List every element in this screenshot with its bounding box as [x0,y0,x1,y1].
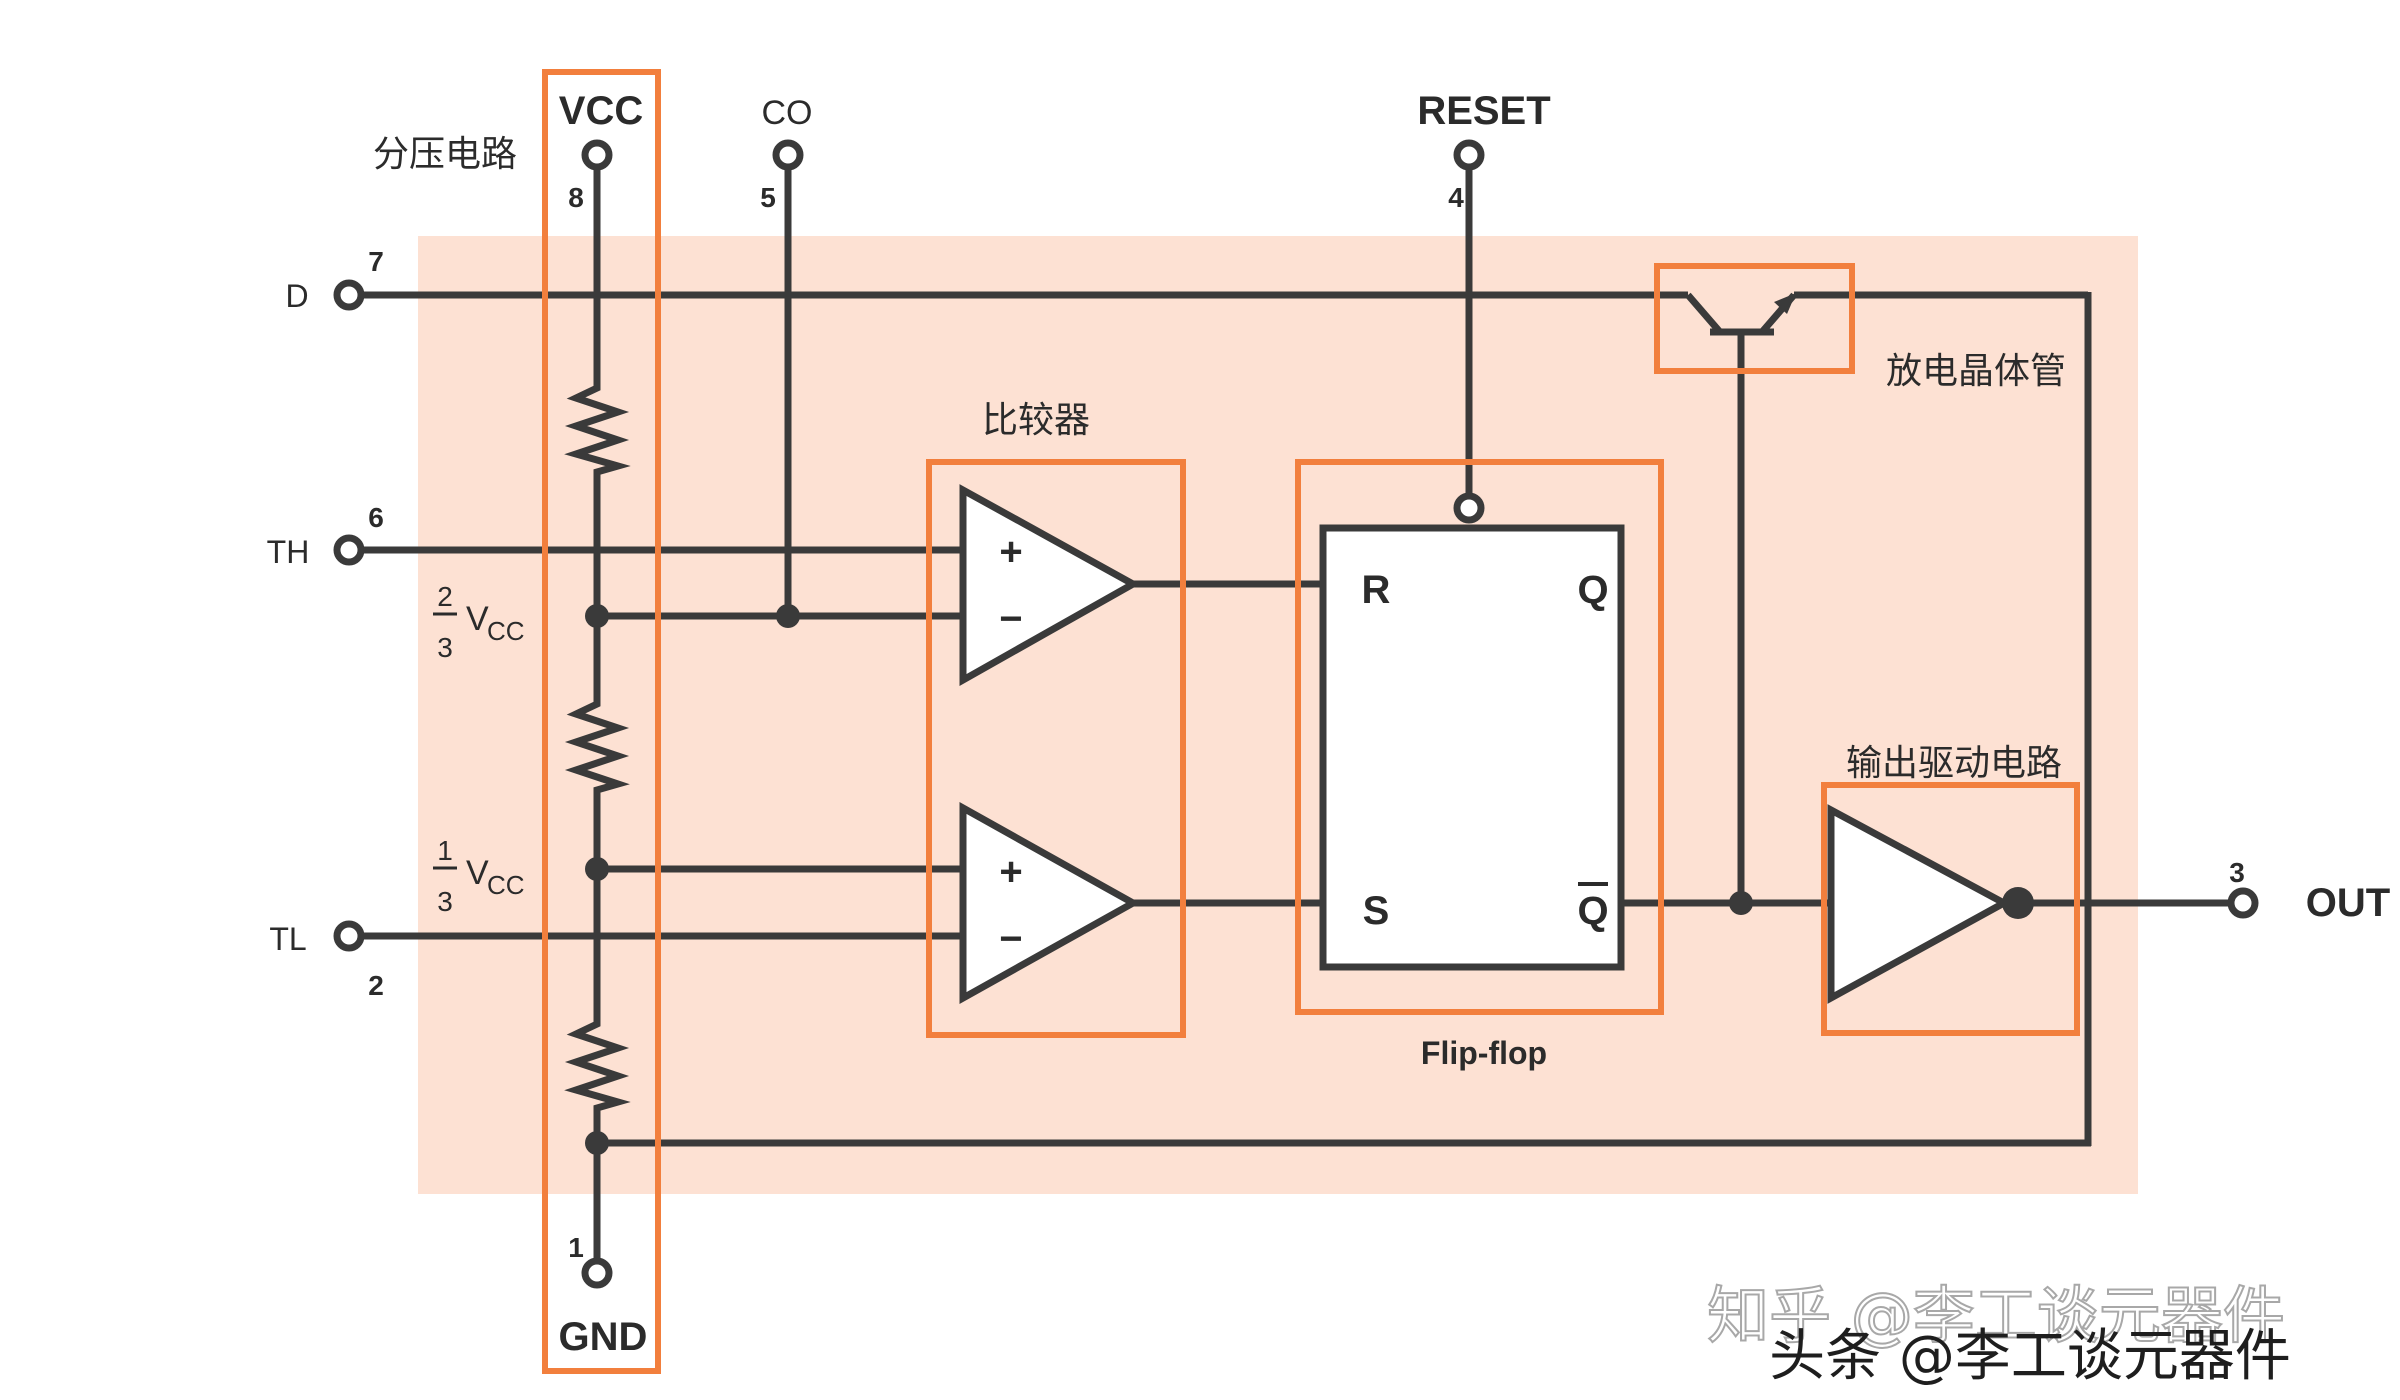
pin-name-vcc: VCC [559,89,643,133]
flipflop-box [1319,524,1625,971]
fraction-two-thirds-vcc: 2 3 V CC [433,581,525,663]
flipflop-port-q: Q [1577,568,1608,612]
annotation-driver: 输出驱动电路 [1846,743,2062,784]
highlight-transistor [1654,263,1855,374]
svg-text:2: 2 [437,581,453,612]
fraction-one-third-vcc: 1 3 V CC [433,835,525,917]
highlight-divider [542,69,661,1374]
pin-num-d: 7 [368,246,384,277]
highlight-comparator [926,459,1186,1038]
pin-num-th: 6 [368,502,384,533]
comparator-upper-minus: − [999,597,1022,641]
watermark-zhihu: 知乎 @李工谈元器件 [1707,1279,2285,1352]
pin-name-th: TH [267,534,310,570]
gnd-terminal [581,1257,613,1289]
annotation-divider: 分压电路 [373,134,517,175]
flipflop-port-r: R [1362,568,1391,612]
pin-num-co: 5 [760,182,776,213]
pin-name-d: D [285,278,308,314]
annotation-transistor: 放电晶体管 [1886,351,2066,392]
tl-terminal [333,920,365,952]
flipflop-port-qbar: Q [1577,889,1608,933]
out-terminal [2227,887,2259,919]
reset-inverter-bubble [1453,492,1485,524]
pin-num-vcc: 8 [568,182,584,213]
highlight-driver [1821,782,2080,1036]
svg-text:V: V [466,854,489,892]
co-terminal [772,139,804,171]
svg-text:CC: CC [487,870,525,900]
svg-text:3: 3 [437,886,453,917]
highlight-flipflop [1295,459,1664,1015]
comparator-lower-minus: − [999,917,1022,961]
annotation-flipflop: Flip-flop [1421,1035,1547,1071]
reset-terminal [1453,139,1485,171]
junctions [585,604,1753,1155]
pin-name-gnd: GND [559,1315,648,1359]
flipflop-port-s: S [1363,889,1390,933]
resistor-bottom [564,1018,631,1112]
pin-name-out: OUT [2306,881,2390,925]
pin-name-reset: RESET [1417,89,1550,133]
svg-text:3: 3 [437,632,453,663]
pin-num-out: 3 [2229,857,2245,888]
pin-name-tl: TL [269,921,306,957]
resistors [564,380,631,1112]
pin-terminals [333,139,2259,1289]
chip-body [418,236,2138,1194]
pin-num-reset: 4 [1448,182,1464,213]
d-terminal [333,279,365,311]
pin-num-tl: 2 [368,970,384,1001]
comparator-lower-plus: + [999,850,1022,894]
svg-text:CC: CC [487,616,525,646]
comparator-upper [959,484,1141,686]
comparator-upper-plus: + [999,530,1022,574]
highlight-boxes [542,69,2080,1374]
comparator-lower [959,802,1141,1004]
output-driver [1827,804,2034,1004]
watermark-toutiao: 头条 @李工谈元器件 [1769,1324,2291,1389]
comparators [959,484,1141,1004]
vcc-terminal [581,139,613,171]
resistor-mid [564,698,630,794]
resistor-top [564,380,631,476]
svg-text:1: 1 [437,835,453,866]
pin-name-co: CO [762,94,813,132]
svg-text:V: V [466,600,489,638]
pin-num-gnd: 1 [568,1232,584,1263]
annotation-comparator: 比较器 [982,400,1090,441]
discharge-transistor [1685,292,1797,336]
th-terminal [333,534,365,566]
